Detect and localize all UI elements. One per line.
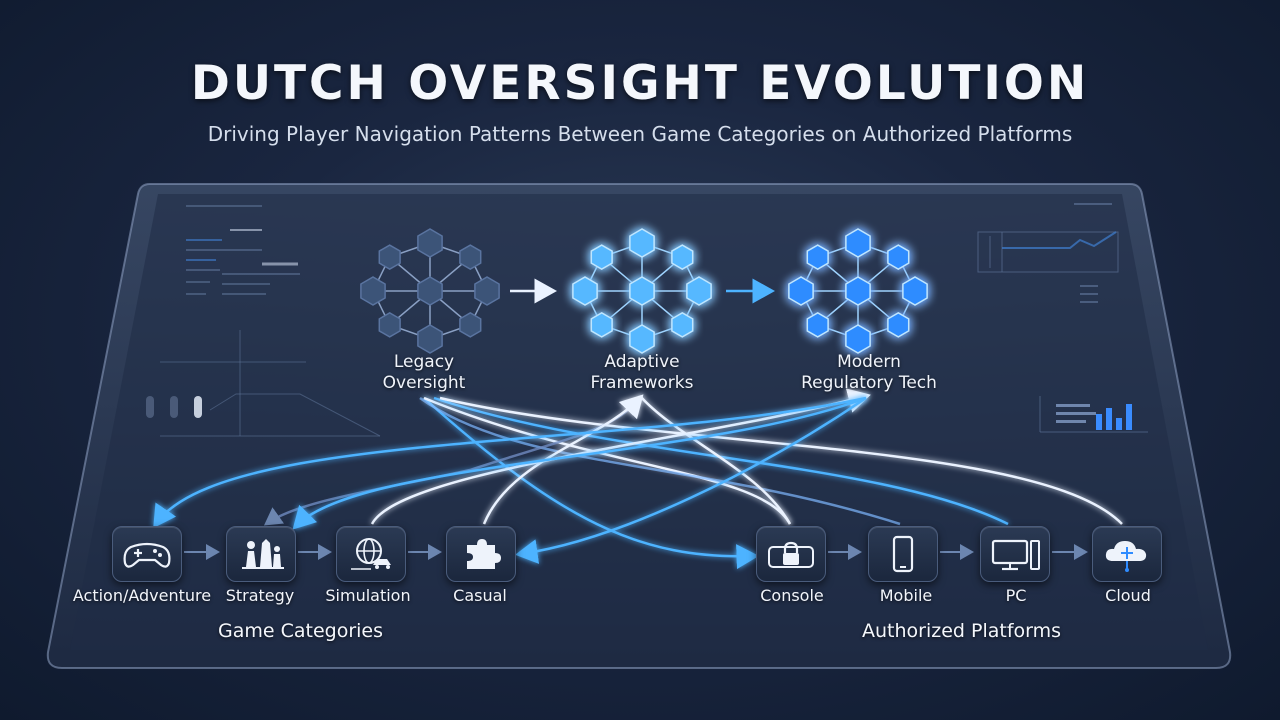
gamepad-icon (123, 542, 171, 568)
network-node (459, 244, 482, 270)
stage-adaptive-line1: Adaptive (604, 352, 680, 372)
stage-legacy-label: Legacy Oversight (354, 352, 494, 394)
console-box[interactable] (756, 526, 826, 582)
puzzle-piece-icon (467, 539, 501, 569)
network-node (845, 276, 871, 306)
modern-network-icon (788, 228, 928, 354)
network-node (629, 276, 655, 306)
network-node (887, 244, 910, 270)
network-node (590, 244, 613, 270)
network-node (845, 228, 871, 258)
action-adventure-box[interactable] (112, 526, 182, 582)
adaptive-network-icon (572, 228, 712, 354)
stage-adaptive-label: Adaptive Frameworks (562, 352, 722, 394)
network-node (671, 244, 694, 270)
casual-label: Casual (453, 586, 507, 605)
network-node (417, 228, 443, 258)
console-label: Console (760, 586, 824, 605)
page-title: DUTCH OVERSIGHT EVOLUTION (190, 56, 1090, 111)
game-categories-heading: Game Categories (218, 620, 384, 642)
action-adventure-label: Action/Adventure (72, 586, 212, 605)
decor-left-panel (160, 205, 381, 437)
mobile-box[interactable] (868, 526, 938, 582)
network-node (417, 276, 443, 306)
pc-label: PC (1005, 586, 1027, 605)
simulation-label: Simulation (325, 586, 411, 605)
decor-left-bars (146, 396, 202, 418)
network-node (887, 312, 910, 338)
network-node (629, 228, 655, 258)
smartphone-icon (892, 535, 914, 573)
chess-pieces-icon (242, 539, 284, 569)
simulation-box[interactable] (336, 526, 406, 582)
network-node (459, 312, 482, 338)
legacy-network-icon (360, 228, 500, 354)
network-node (360, 276, 386, 306)
network-node (902, 276, 928, 306)
stage-modern-line2: Regulatory Tech (801, 373, 937, 393)
network-node (378, 244, 401, 270)
network-node (378, 312, 401, 338)
cloud-label: Cloud (1105, 586, 1151, 605)
network-node (806, 312, 829, 338)
cloud-network-icon (1105, 541, 1147, 572)
network-node (572, 276, 598, 306)
flow-lines (153, 388, 1123, 570)
lock-console-icon (768, 541, 814, 568)
casual-box[interactable] (446, 526, 516, 582)
network-node (686, 276, 712, 306)
cloud-box[interactable] (1092, 526, 1162, 582)
desktop-monitor-icon (991, 539, 1040, 571)
network-node (806, 244, 829, 270)
network-node (590, 312, 613, 338)
network-node (788, 276, 814, 306)
network-node (474, 276, 500, 306)
network-node (417, 324, 443, 354)
decor-right-bars (1056, 404, 1132, 430)
mobile-label: Mobile (879, 586, 933, 605)
strategy-box[interactable] (226, 526, 296, 582)
network-node (671, 312, 694, 338)
decor-right-panel (977, 203, 1148, 433)
stage-legacy-line2: Oversight (382, 373, 466, 393)
stage-modern-line1: Modern (837, 352, 901, 372)
authorized-platforms-heading: Authorized Platforms (862, 620, 1062, 642)
stage-adaptive-line2: Frameworks (590, 373, 694, 393)
strategy-label: Strategy (225, 586, 295, 605)
network-node (845, 324, 871, 354)
stage-modern-label: Modern Regulatory Tech (776, 352, 962, 394)
page-subtitle: Driving Player Navigation Patterns Betwe… (207, 122, 1073, 146)
stage-legacy-line1: Legacy (393, 352, 455, 372)
network-node (629, 324, 655, 354)
pc-box[interactable] (980, 526, 1050, 582)
globe-car-icon (351, 538, 391, 570)
